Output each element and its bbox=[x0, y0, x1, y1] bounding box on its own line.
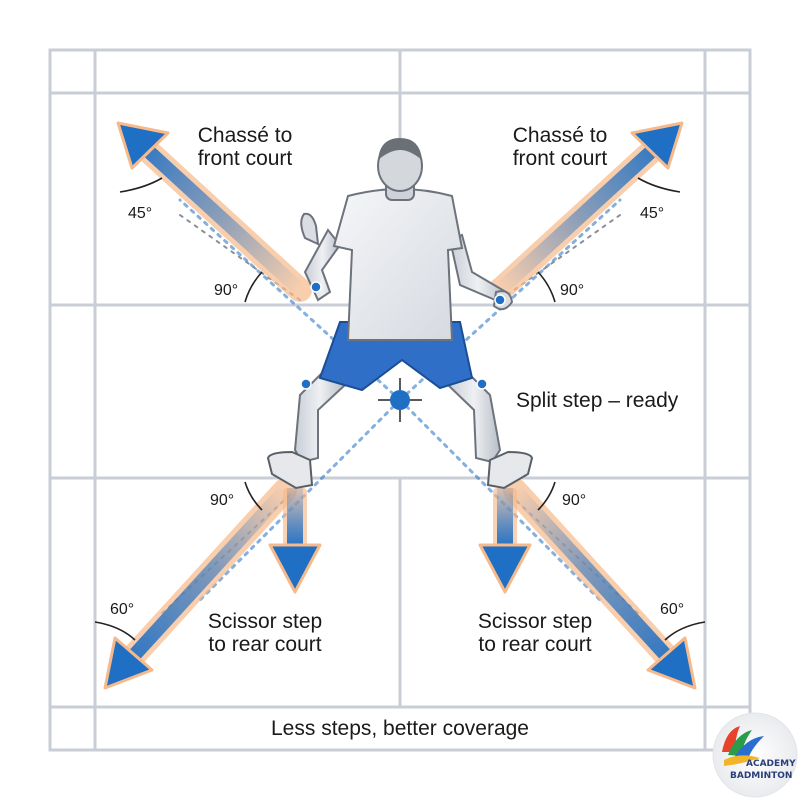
arrow-front-right bbox=[488, 121, 684, 302]
player-figure bbox=[266, 138, 534, 490]
rear-left-label-line2: to rear court bbox=[208, 633, 321, 656]
rear-right-label-line1: Scissor step bbox=[478, 610, 592, 633]
front-right-label-line2: front court bbox=[513, 147, 608, 170]
shirt bbox=[332, 188, 464, 341]
svg-text:Scissor step: Scissor step bbox=[208, 610, 322, 633]
left-shoe bbox=[266, 450, 314, 490]
rear-right-label-line2: to rear court bbox=[478, 633, 591, 656]
joint-markers bbox=[300, 281, 506, 390]
svg-text:Scissor step: Scissor step bbox=[478, 610, 592, 633]
angle-bottom-left-inner: 90° bbox=[210, 492, 234, 509]
logo-line1: ACADEMY bbox=[746, 759, 796, 769]
svg-text:Chassé to: Chassé to bbox=[513, 124, 608, 147]
svg-text:to rear court: to rear court bbox=[478, 633, 591, 656]
right-shoe bbox=[486, 450, 534, 490]
svg-text:front court: front court bbox=[513, 147, 608, 170]
angle-top-right-inner: 90° bbox=[560, 282, 584, 299]
front-left-label-line1: Chassé to bbox=[198, 124, 293, 147]
split-step-label: Split step – ready bbox=[516, 389, 679, 412]
angle-arcs bbox=[94, 177, 706, 641]
front-left-label-line2: front court bbox=[198, 147, 293, 170]
front-right-label-line1: Chassé to bbox=[513, 124, 608, 147]
rear-left-label-line1: Scissor step bbox=[208, 610, 322, 633]
hair bbox=[378, 138, 422, 160]
arrow-front-left bbox=[116, 121, 312, 302]
svg-text:front court: front court bbox=[198, 147, 293, 170]
arrow-rear-right-down bbox=[478, 488, 532, 594]
court-lines bbox=[48, 48, 752, 752]
svg-text:to rear court: to rear court bbox=[208, 633, 321, 656]
angle-bottom-left-outer: 60° bbox=[110, 601, 134, 618]
arrow-rear-left-diagonal bbox=[103, 478, 297, 690]
svg-text:Chassé to: Chassé to bbox=[198, 124, 293, 147]
crosshair-icon bbox=[378, 378, 422, 422]
arrow-rear-right-diagonal bbox=[503, 478, 697, 690]
angle-top-left-outer: 45° bbox=[128, 205, 152, 222]
arrow-rear-left-down bbox=[268, 488, 322, 594]
angle-bottom-right-outer: 60° bbox=[660, 601, 684, 618]
footer-caption: Less steps, better coverage bbox=[271, 717, 529, 740]
logo-line2: BADMINTON bbox=[730, 771, 792, 781]
right-leg bbox=[446, 358, 502, 464]
left-hand bbox=[300, 212, 320, 246]
labels: Chassé to front court Chassé to front co… bbox=[110, 124, 684, 740]
academy-logo-icon: ACADEMY BADMINTON bbox=[712, 712, 798, 798]
angle-top-left-inner: 90° bbox=[214, 282, 238, 299]
angle-top-right-outer: 45° bbox=[640, 205, 664, 222]
angle-bottom-right-inner: 90° bbox=[562, 492, 586, 509]
